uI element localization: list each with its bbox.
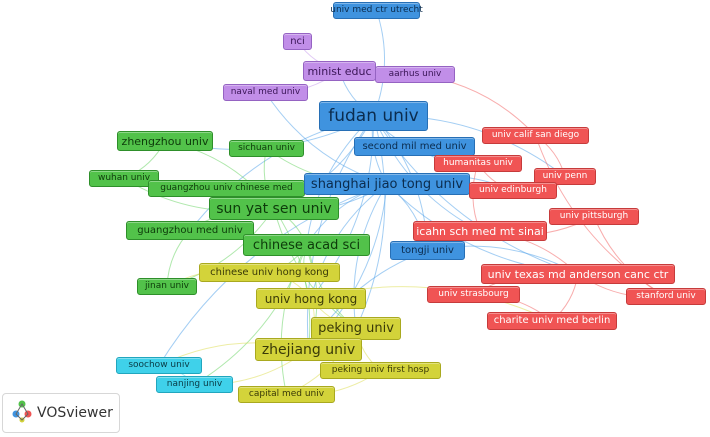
- node-peking-univ[interactable]: peking univ: [311, 317, 401, 340]
- node-wuhan-univ[interactable]: wuhan univ: [89, 170, 159, 187]
- node-univ-edinburgh[interactable]: univ edinburgh: [469, 182, 557, 199]
- node-sun-yat-sen-univ[interactable]: sun yat sen univ: [209, 197, 339, 220]
- node-nanjing-univ[interactable]: nanjing univ: [156, 376, 233, 393]
- node-soochow-univ[interactable]: soochow univ: [116, 357, 202, 374]
- node-second-mil-med-univ[interactable]: second mil med univ: [354, 137, 475, 156]
- vosviewer-logo-text: VOSviewer: [37, 405, 113, 421]
- node-univ-calif-san-diego[interactable]: univ calif san diego: [482, 127, 589, 144]
- node-peking-univ-first-hosp[interactable]: peking univ first hosp: [320, 362, 441, 379]
- node-zhengzhou-univ[interactable]: zhengzhou univ: [117, 131, 213, 151]
- node-shanghai-jiao-tong-univ[interactable]: shanghai jiao tong univ: [304, 173, 470, 195]
- node-capital-med-univ[interactable]: capital med univ: [238, 386, 335, 403]
- vosviewer-logo: VOSviewer: [2, 393, 120, 433]
- node-univ-hong-kong[interactable]: univ hong kong: [256, 288, 366, 309]
- node-naval-med-univ[interactable]: naval med univ: [223, 84, 308, 101]
- node-fudan-univ[interactable]: fudan univ: [319, 101, 428, 131]
- node-chinese-univ-hong-kong[interactable]: chinese univ hong kong: [199, 263, 340, 282]
- node-humanitas-univ[interactable]: humanitas univ: [434, 155, 522, 172]
- node-aarhus-univ[interactable]: aarhus univ: [375, 66, 455, 83]
- node-guangzhou-med-univ[interactable]: guangzhou med univ: [126, 221, 254, 240]
- node-univ-strasbourg[interactable]: univ strasbourg: [427, 286, 520, 303]
- node-minist-educ[interactable]: minist educ: [303, 61, 376, 81]
- node-univ-texas-md-anderson-canc-ctr[interactable]: univ texas md anderson canc ctr: [481, 264, 675, 284]
- node-jinan-univ[interactable]: jinan univ: [137, 278, 197, 295]
- node-univ-pittsburgh[interactable]: univ pittsburgh: [549, 208, 639, 225]
- network-link: [280, 244, 307, 395]
- node-stanford-univ[interactable]: stanford univ: [626, 288, 706, 305]
- node-charite-univ-med-berlin[interactable]: charite univ med berlin: [487, 312, 617, 330]
- node-univ-med-ctr-utrecht[interactable]: univ med ctr utrecht: [330, 2, 423, 19]
- node-chinese-acad-sci[interactable]: chinese acad sci: [243, 234, 370, 256]
- node-tongji-univ[interactable]: tongji univ: [390, 241, 465, 260]
- node-univ-penn[interactable]: univ penn: [534, 168, 596, 185]
- node-zhejiang-univ[interactable]: zhejiang univ: [255, 338, 362, 361]
- vosviewer-logo-icon: [11, 399, 33, 427]
- node-icahn-sch-med-mt-sinai[interactable]: icahn sch med mt sinai: [413, 221, 547, 241]
- node-sichuan-univ[interactable]: sichuan univ: [229, 140, 304, 157]
- node-nci[interactable]: nci: [283, 33, 312, 50]
- node-guangzhou-univ-chinese-med[interactable]: guangzhou univ chinese med: [148, 180, 305, 197]
- network-link: [593, 216, 667, 297]
